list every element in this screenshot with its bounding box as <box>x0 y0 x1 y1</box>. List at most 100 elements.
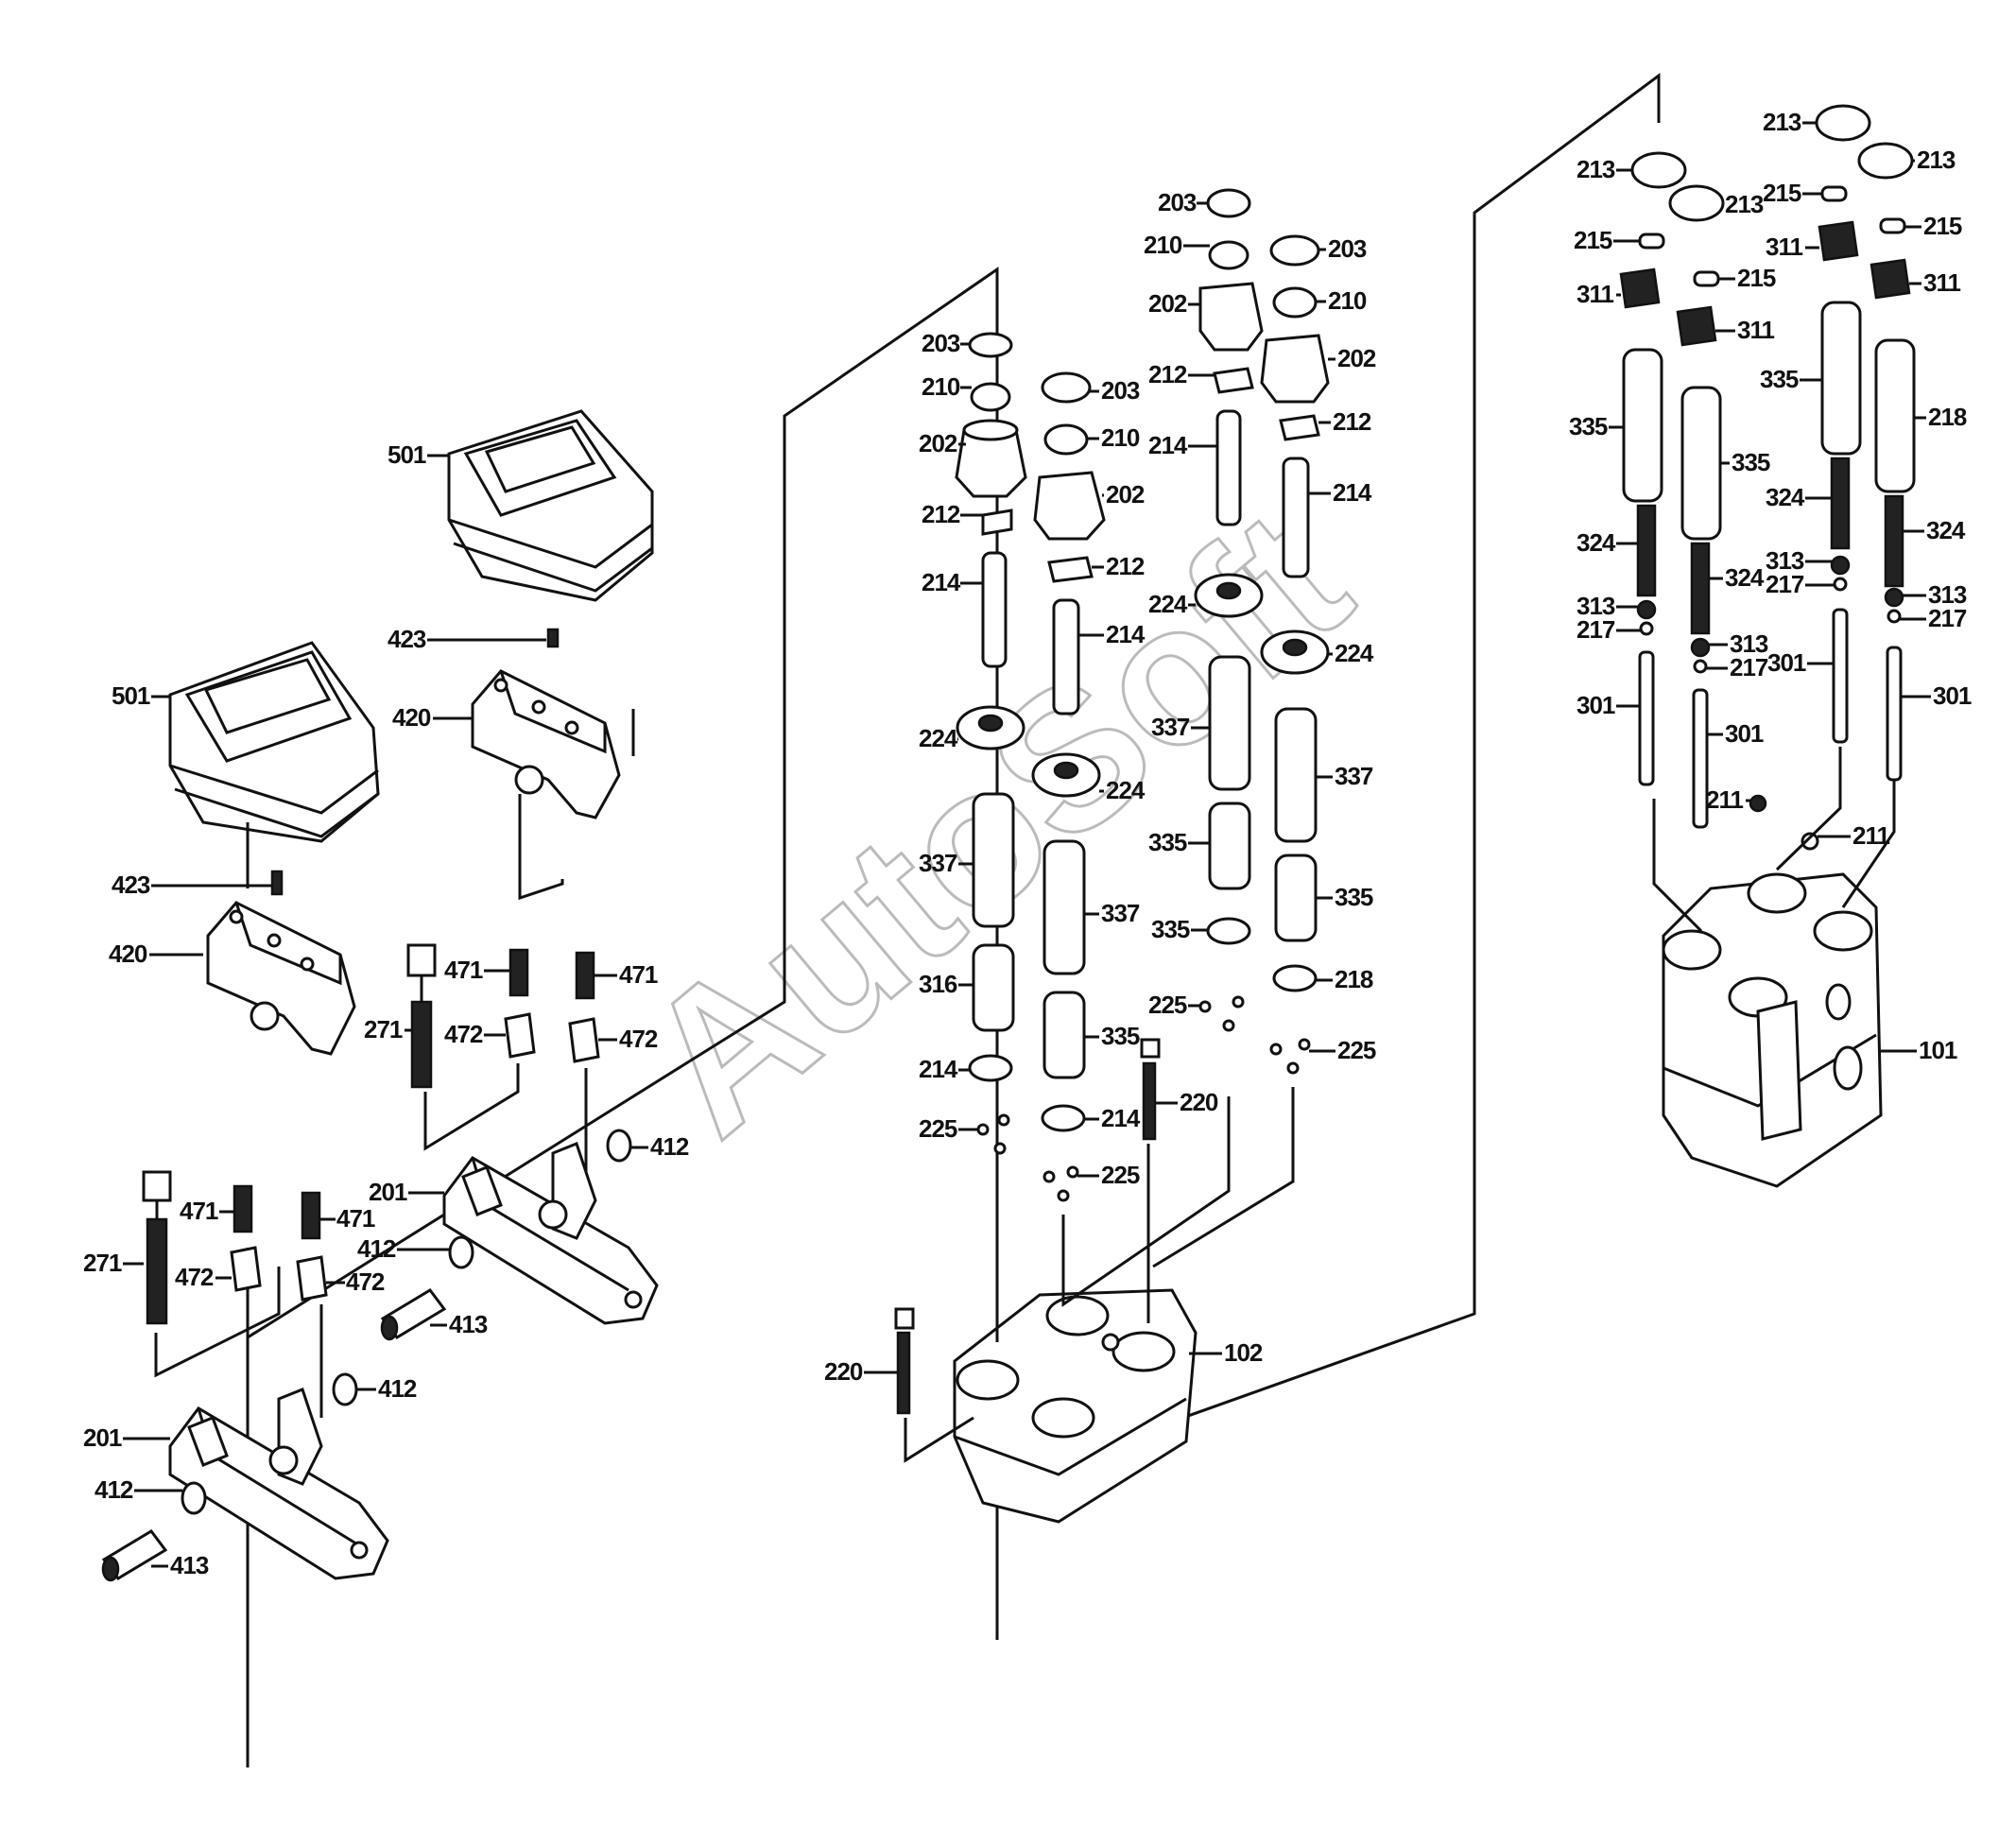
label-224: 224 <box>1335 639 1374 667</box>
middle-parts-column-3 <box>1194 188 1264 945</box>
label-337: 337 <box>1151 713 1190 741</box>
label-214: 214 <box>922 568 961 596</box>
plug-412-right-2 <box>448 1235 474 1269</box>
label-412: 412 <box>95 1475 133 1504</box>
label-224: 224 <box>1148 590 1188 618</box>
label-224: 224 <box>1106 776 1146 804</box>
label-324: 324 <box>1725 563 1765 592</box>
middle-parts-column-4 <box>1260 234 1330 992</box>
pin-413-left <box>101 1529 168 1582</box>
label-313: 313 <box>1766 546 1804 575</box>
spring-471-right-2 <box>575 951 595 1000</box>
label-335: 335 <box>1335 883 1373 911</box>
nut-472-right-1 <box>504 1012 536 1059</box>
label-210: 210 <box>1101 423 1140 452</box>
label-301: 301 <box>1725 719 1764 748</box>
label-423: 423 <box>112 871 150 899</box>
label-218: 335 <box>1151 915 1190 943</box>
spring-471-left-1 <box>233 1184 253 1233</box>
bolt-220-lower <box>894 1307 915 1415</box>
label-472: 472 <box>175 1263 214 1291</box>
label-501: 501 <box>112 681 150 710</box>
bolt-271-right <box>406 943 437 1089</box>
label-201: 201 <box>369 1178 407 1206</box>
label-214: 214 <box>1333 478 1372 507</box>
label-337: 337 <box>1101 899 1140 927</box>
base-201-right <box>442 1142 659 1325</box>
label-220: 220 <box>1180 1088 1218 1116</box>
label-215: 215 <box>1923 212 1962 240</box>
small-balls-225 <box>976 995 1311 1202</box>
pin-413-right <box>380 1288 447 1341</box>
label-301: 301 <box>1767 648 1806 677</box>
label-471: 471 <box>444 956 483 984</box>
label-311: 311 <box>1923 268 1960 297</box>
label-214: 214 <box>1148 431 1188 459</box>
base-201-left <box>168 1388 389 1580</box>
pedal-pad-501-left <box>168 641 380 843</box>
label-211: 211 <box>1706 785 1743 814</box>
bolt-220-upper <box>1140 1038 1161 1141</box>
label-472: 472 <box>619 1025 658 1053</box>
leader-lines-left-lower <box>154 822 323 1418</box>
label-101: 101 <box>1919 1036 1957 1064</box>
middle-parts-column-2 <box>1031 371 1106 1132</box>
label-225: 225 <box>1101 1161 1140 1189</box>
label-220: 220 <box>824 1357 863 1386</box>
label-471: 471 <box>336 1204 375 1233</box>
label-215: 215 <box>1737 264 1776 292</box>
label-413: 413 <box>449 1310 488 1338</box>
label-337: 337 <box>919 849 957 877</box>
label-215: 215 <box>1574 226 1612 254</box>
label-313: 313 <box>1730 629 1768 658</box>
nut-472-left-2 <box>296 1255 328 1302</box>
label-224: 224 <box>919 724 958 752</box>
label-203: 203 <box>1328 234 1367 263</box>
label-413: 413 <box>170 1551 209 1579</box>
label-212: 212 <box>1333 407 1371 436</box>
label-102: 102 <box>1224 1338 1263 1367</box>
label-212: 212 <box>922 500 960 528</box>
spools-301 <box>1638 608 1903 829</box>
label-420: 420 <box>109 940 147 968</box>
label-217: 217 <box>1928 604 1967 632</box>
seats-313-217 <box>1636 555 1904 674</box>
pedal-bracket-420-right <box>471 669 621 819</box>
labels: 501 423 420 471 471 271 472 472 201 412 … <box>83 108 1973 1579</box>
label-311: 311 <box>1577 280 1613 308</box>
valve-body-102 <box>953 1288 1198 1524</box>
label-214: 214 <box>919 1055 958 1083</box>
spring-471-left-2 <box>301 1191 321 1240</box>
housing-101 <box>1662 872 1883 1188</box>
label-471: 471 <box>619 960 658 989</box>
pin-423-left <box>270 870 284 896</box>
label-214: 214 <box>1101 1104 1141 1132</box>
plug-412-right-1 <box>606 1129 632 1163</box>
label-412: 412 <box>378 1374 417 1403</box>
label-412: 412 <box>357 1234 396 1263</box>
label-225: 225 <box>1148 991 1187 1019</box>
label-225: 225 <box>919 1114 957 1143</box>
label-213: 213 <box>1917 146 1956 174</box>
label-217: 217 <box>1730 653 1768 681</box>
nut-472-right-2 <box>568 1017 600 1063</box>
label-313: 313 <box>1928 580 1967 609</box>
label-202: 202 <box>1337 344 1376 372</box>
label-412: 412 <box>650 1132 689 1161</box>
label-214: 214 <box>1106 620 1146 648</box>
label-335: 335 <box>1569 412 1608 440</box>
label-271: 271 <box>364 1015 403 1043</box>
label-301: 301 <box>1933 681 1972 710</box>
label-301: 301 <box>1577 691 1615 719</box>
leader-lines-right <box>1652 747 1896 933</box>
label-335: 335 <box>1148 828 1187 856</box>
middle-parts-column-1 <box>955 332 1027 1082</box>
label-471: 471 <box>180 1197 218 1225</box>
label-316: 316 <box>919 970 957 998</box>
label-210: 210 <box>1144 231 1182 259</box>
label-271: 271 <box>83 1249 122 1277</box>
pedal-bracket-420-left <box>206 901 356 1056</box>
label-213: 213 <box>1763 108 1801 136</box>
label-335: 335 <box>1101 1022 1140 1050</box>
spring-471-right-1 <box>508 948 529 997</box>
